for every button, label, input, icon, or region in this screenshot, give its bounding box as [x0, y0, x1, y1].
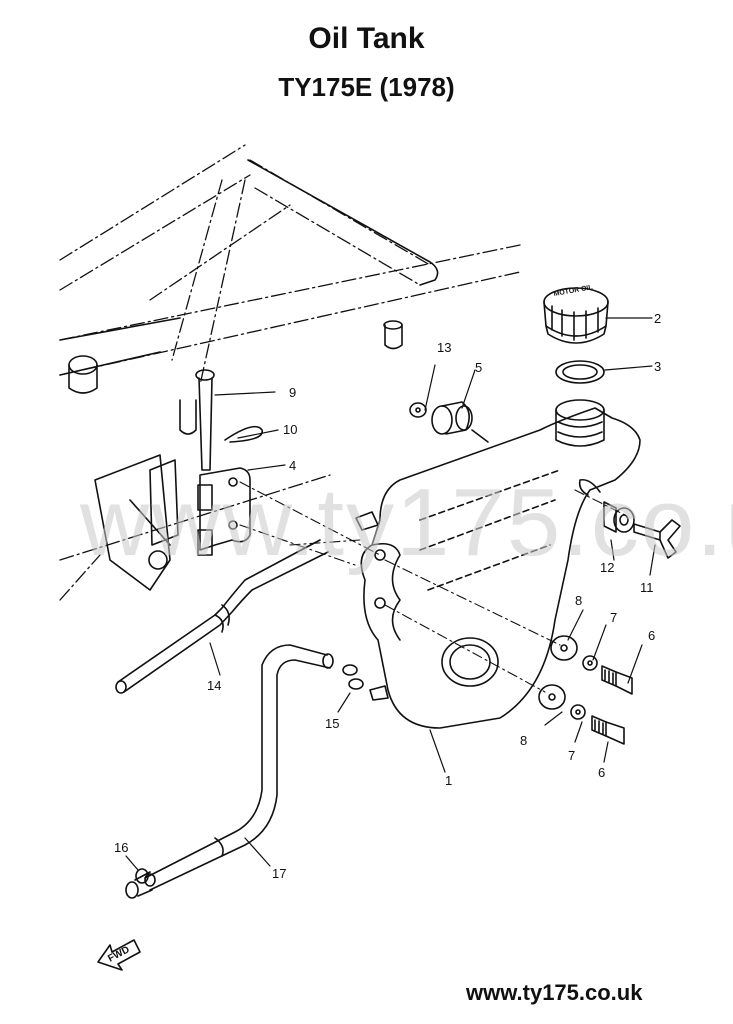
part-label-4: 4	[289, 458, 296, 473]
watermark: www.ty175.co.uk	[79, 469, 733, 576]
part-label-7-upper: 7	[610, 610, 617, 625]
filler-neck	[555, 399, 605, 447]
filler-cap	[543, 287, 609, 344]
part-label-2: 2	[654, 311, 661, 326]
forward-arrow-icon	[97, 939, 141, 971]
hose-14	[115, 539, 329, 694]
part-label-10: 10	[283, 422, 297, 437]
bolt-6-lower	[591, 715, 625, 745]
bolt-6-upper	[601, 665, 633, 695]
part-label-12: 12	[600, 560, 614, 575]
part-label-14: 14	[207, 678, 221, 693]
part-label-9: 9	[289, 385, 296, 400]
part-label-7-lower: 7	[568, 748, 575, 763]
grommet	[431, 401, 489, 443]
grommet-12	[603, 501, 635, 533]
hinge-bracket	[149, 459, 251, 556]
washer-7-upper	[582, 655, 598, 671]
part-label-8-upper: 8	[575, 593, 582, 608]
part-label-15: 15	[325, 716, 339, 731]
o-ring	[555, 360, 605, 384]
washer-8-upper	[550, 635, 578, 661]
oil-tank	[355, 407, 641, 729]
r-clip	[224, 425, 263, 443]
frame-tubes	[59, 159, 439, 591]
part-label-11: 11	[640, 580, 654, 595]
washer-13	[409, 402, 427, 418]
washer-7-lower	[570, 704, 586, 720]
footer-url: www.ty175.co.uk	[466, 980, 643, 1005]
part-label-16: 16	[114, 840, 128, 855]
diagram-subtitle: TY175E (1978)	[278, 72, 455, 102]
part-label-6-lower: 6	[598, 765, 605, 780]
part-label-17: 17	[272, 866, 286, 881]
part-label-8-lower: 8	[520, 733, 527, 748]
part-label-13: 13	[437, 340, 451, 355]
hose-clip-16	[135, 868, 156, 887]
part-label-3: 3	[654, 359, 661, 374]
pin	[195, 369, 215, 471]
hose-17	[125, 644, 334, 899]
hose-clip-15	[342, 664, 364, 690]
part-label-6-upper: 6	[648, 628, 655, 643]
wing-bolt	[633, 519, 681, 559]
cap-lettering: MOTOR OIL	[553, 284, 594, 298]
part-label-5: 5	[475, 360, 482, 375]
part-label-1: 1	[445, 773, 452, 788]
diagram-title: Oil Tank	[308, 22, 425, 55]
washer-8-lower	[538, 684, 566, 710]
